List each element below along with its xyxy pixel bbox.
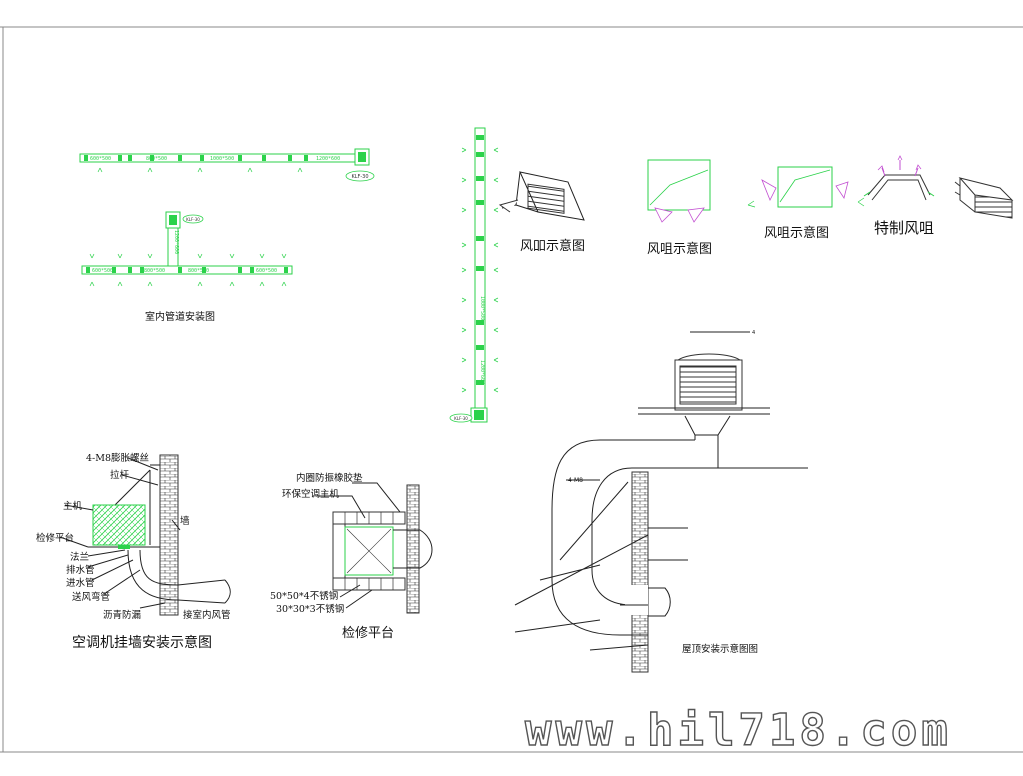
vent-louver: 风吅示意图: [498, 171, 585, 254]
wall-mount-caption: 空调机挂墙安装示意图: [72, 634, 212, 651]
vertical-duct: 1000*500 1200*600 KLF-30: [449, 127, 499, 423]
vertical-duct-label-a: 1000*500: [479, 296, 485, 320]
label-steel-b: 30*30*3不锈钢: [276, 603, 344, 615]
riser-unit-tag: KLF-30: [186, 217, 200, 222]
label-indoor: 接室内风管: [183, 609, 231, 621]
label-wall: 墙: [180, 515, 190, 527]
vent-caption-2: 风咀示意图: [647, 241, 712, 257]
label-steel-a: 50*50*4不锈钢: [270, 590, 338, 602]
vent-details: 风吅示意图 风咀示意图 风咀示意图 特制风咀: [498, 155, 1014, 257]
watermark-text: www.hil718.com: [525, 705, 952, 756]
roof-wall: [631, 471, 649, 673]
bottom-duct-label-a: 600*500: [92, 268, 113, 274]
vent-grille-3d: [954, 177, 1014, 219]
label-inlet: 进水管: [66, 577, 95, 589]
bottom-duct-label-b: 800*500: [144, 268, 165, 274]
duct-plan-caption: 室内管道安装图: [145, 310, 215, 323]
duct-label-d: 1200*600: [316, 156, 340, 162]
vertical-airflow-arrows: [461, 147, 499, 393]
wall-bricks: [159, 454, 179, 616]
riser-label: 1200*600: [173, 230, 179, 254]
vent-special: 特制风咀: [863, 155, 935, 237]
vent-caption-4: 特制风咀: [874, 219, 934, 237]
duct-label-b: 800*500: [146, 156, 167, 162]
platform-detail: 内圈防振橡胶垫 环保空调主机 50*50*4不锈钢 30*30*3不锈钢 检修平…: [270, 472, 433, 641]
airflow-arrows: [89, 167, 303, 287]
label-gasket: 内圈防振橡胶垫: [296, 472, 363, 484]
roof-bolt-label: 4-M8: [568, 477, 583, 484]
roof-install-detail: 4 4-M8 屋顶安装示意图图: [514, 330, 808, 673]
label-rod: 拉杆: [110, 469, 130, 481]
host-unit: [92, 504, 146, 546]
vertical-unit-tag: KLF-30: [454, 416, 468, 421]
wall-mount-detail: 4-M8膨胀螺丝 拉杆 主机 墙 检修平台 法兰 排水管 进水管 送风弯管 沥青…: [36, 452, 231, 651]
top-duct-run: 600*500 800*500 1000*500 1200*600 KLF-30: [79, 148, 375, 182]
label-unit: 环保空调主机: [282, 488, 340, 500]
duct-label-a: 600*500: [90, 156, 111, 162]
vent-caption-3: 风咀示意图: [764, 225, 829, 241]
label-elbow: 送风弯管: [72, 591, 110, 603]
platform-caption: 检修平台: [342, 626, 394, 641]
roof-unit: [679, 365, 737, 405]
vent-box-side: 风咀示意图: [747, 166, 865, 241]
unit-tag: KLF-30: [351, 174, 368, 180]
label-platform: 检修平台: [36, 532, 74, 544]
label-drain: 排水管: [66, 564, 95, 576]
label-flange: 法兰: [70, 551, 89, 563]
duct-plan: 600*500 800*500 1000*500 1200*600 KLF-30…: [79, 148, 375, 323]
vent-caption-1: 风吅示意图: [520, 238, 585, 254]
roof-caption: 屋顶安装示意图图: [682, 643, 758, 655]
roof-top-mark: 4: [752, 330, 755, 336]
duct-label-c: 1000*500: [210, 156, 234, 162]
bottom-duct-run: KLF-30 1200*600 600*500 800*500 800*500 …: [81, 167, 303, 287]
label-host: 主机: [63, 500, 83, 512]
vertical-duct-label-b: 1200*600: [479, 360, 485, 384]
bottom-duct-label-c: 800*500: [188, 268, 209, 274]
label-bolts: 4-M8膨胀螺丝: [86, 452, 149, 464]
bottom-duct-label-d: 600*500: [256, 268, 277, 274]
label-seal: 沥青防漏: [103, 609, 141, 621]
vent-box-front: 风咀示意图: [647, 159, 712, 257]
